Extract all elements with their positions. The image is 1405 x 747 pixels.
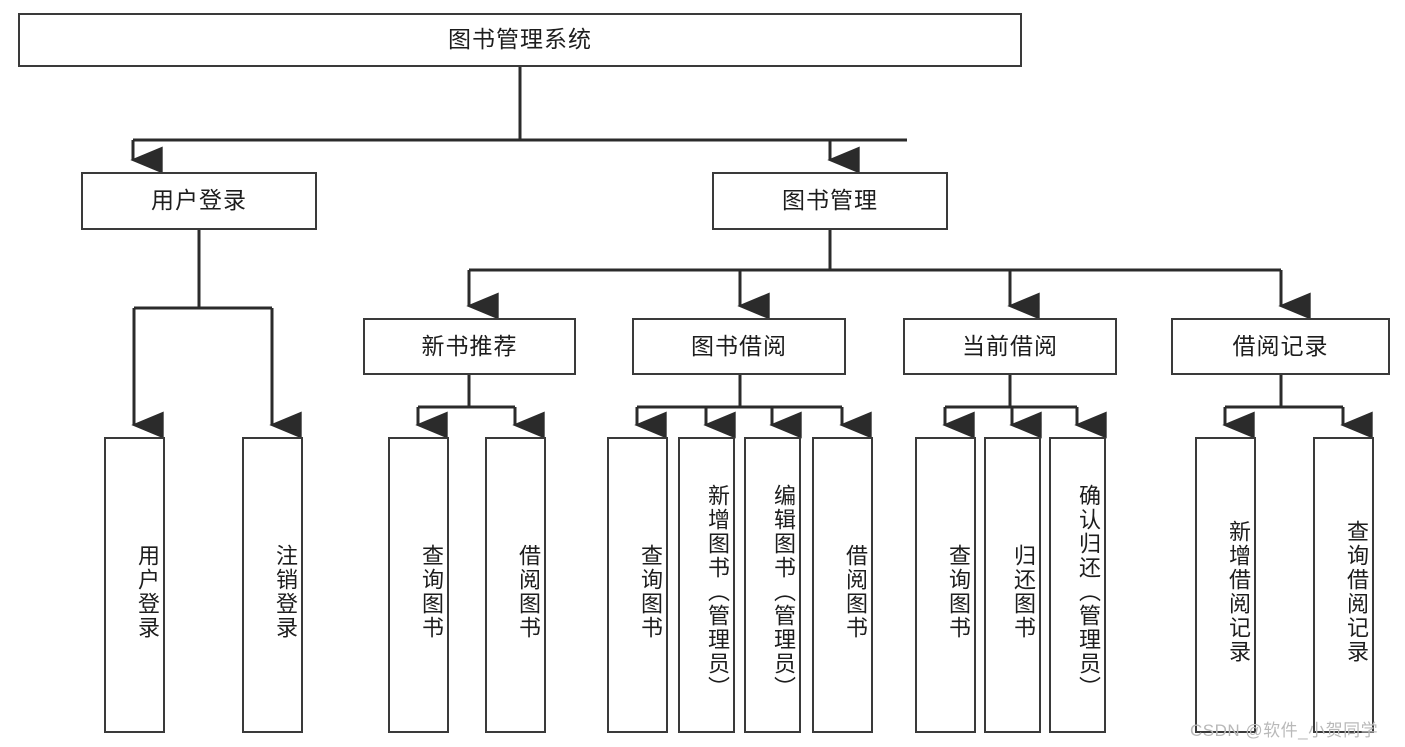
- node-label: 注销登录: [273, 544, 298, 640]
- node-label: 借阅图书: [516, 544, 541, 640]
- node-current-borrow[interactable]: 当前借阅: [903, 318, 1117, 375]
- node-leaf-query-book-current[interactable]: 查询图书: [915, 437, 976, 733]
- node-user-login[interactable]: 用户登录: [81, 172, 317, 230]
- node-label: 编辑图书（管理员）: [771, 484, 796, 700]
- node-borrow-record[interactable]: 借阅记录: [1171, 318, 1390, 375]
- node-label: 用户登录: [151, 187, 247, 214]
- node-label: 借阅记录: [1232, 332, 1329, 359]
- node-leaf-add-borrow-record[interactable]: 新增借阅记录: [1195, 437, 1256, 733]
- node-new-book-recommend[interactable]: 新书推荐: [363, 318, 576, 375]
- node-leaf-query-book-borrow[interactable]: 查询图书: [607, 437, 668, 733]
- node-leaf-edit-book[interactable]: 编辑图书（管理员）: [744, 437, 801, 733]
- node-book-manage[interactable]: 图书管理: [712, 172, 948, 230]
- node-leaf-borrow-book-recommend[interactable]: 借阅图书: [485, 437, 546, 733]
- csdn-watermark: CSDN @软件_小贺同学: [1190, 721, 1379, 740]
- node-leaf-logout-login[interactable]: 注销登录: [242, 437, 303, 733]
- node-leaf-query-borrow-record[interactable]: 查询借阅记录: [1313, 437, 1374, 733]
- node-label: 查询借阅记录: [1344, 520, 1369, 664]
- node-label: 当前借阅: [962, 332, 1058, 359]
- node-book-borrow[interactable]: 图书借阅: [632, 318, 846, 375]
- node-label: 图书借阅: [691, 332, 787, 359]
- node-label: 查询图书: [638, 544, 663, 640]
- node-label: 用户登录: [135, 544, 160, 640]
- node-leaf-user-login[interactable]: 用户登录: [104, 437, 165, 733]
- node-label: 新增借阅记录: [1226, 520, 1251, 664]
- node-leaf-return-book[interactable]: 归还图书: [984, 437, 1041, 733]
- node-label: 查询图书: [419, 544, 444, 640]
- node-label: 确认归还（管理员）: [1076, 484, 1101, 700]
- node-label: 图书管理系统: [448, 26, 592, 53]
- node-leaf-confirm-return[interactable]: 确认归还（管理员）: [1049, 437, 1106, 733]
- node-label: 归还图书: [1011, 544, 1036, 640]
- node-label: 新书推荐: [421, 332, 518, 359]
- node-leaf-add-book[interactable]: 新增图书（管理员）: [678, 437, 735, 733]
- node-label: 图书管理: [782, 187, 878, 214]
- node-label: 查询图书: [946, 544, 971, 640]
- node-root-book-management-system[interactable]: 图书管理系统: [18, 13, 1022, 67]
- node-leaf-query-book-recommend[interactable]: 查询图书: [388, 437, 449, 733]
- node-label: 新增图书（管理员）: [705, 484, 730, 700]
- node-leaf-borrow-book[interactable]: 借阅图书: [812, 437, 873, 733]
- node-label: 借阅图书: [843, 544, 868, 640]
